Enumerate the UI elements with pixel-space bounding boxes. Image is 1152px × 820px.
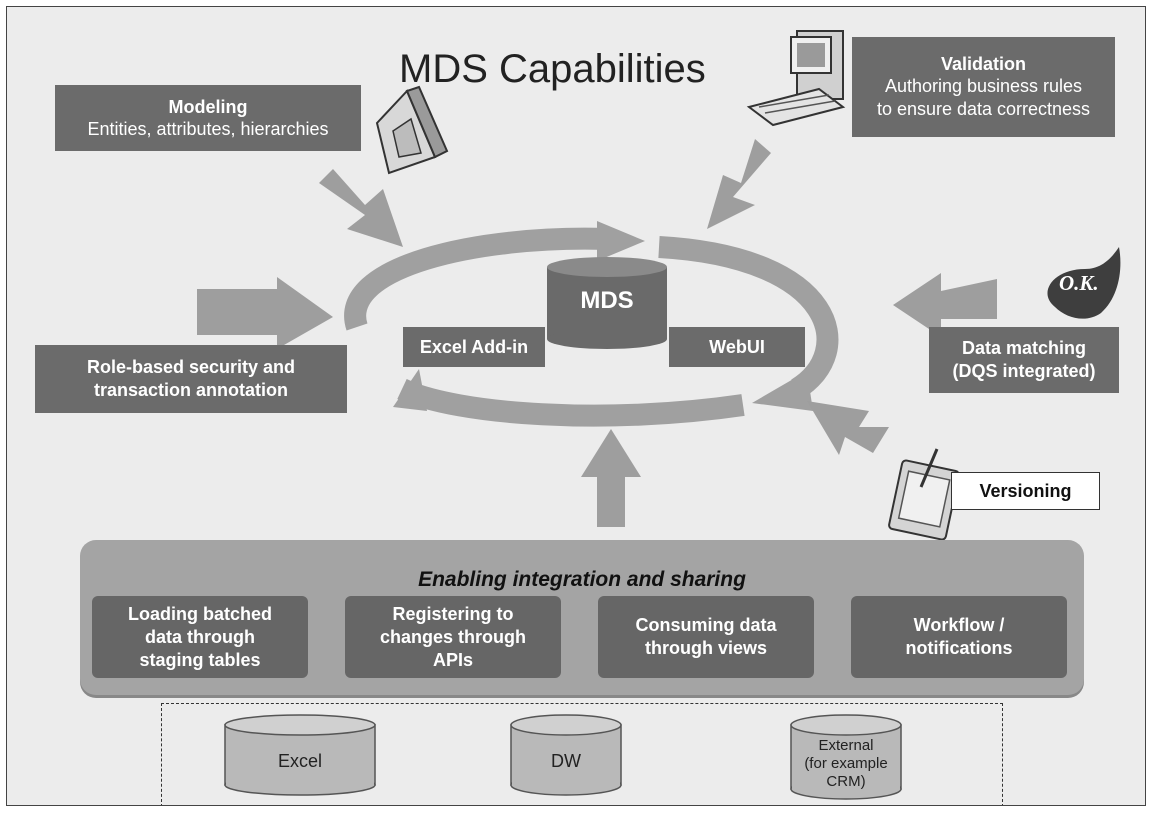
integration-item-consuming: Consuming data through views bbox=[598, 596, 814, 678]
integration-title: Enabling integration and sharing bbox=[418, 568, 746, 591]
excel-addin-label: Excel Add-in bbox=[419, 337, 529, 357]
data-sources-group bbox=[161, 703, 1003, 805]
excel-addin-box: Excel Add-in bbox=[403, 327, 545, 367]
diagram-title: MDS Capabilities bbox=[399, 47, 706, 91]
webui-box: WebUI bbox=[669, 327, 805, 367]
ring-arrowhead-top bbox=[597, 221, 645, 261]
ring-arrow-bottom bbox=[397, 378, 745, 427]
validation-box: Validation Authoring business rules to e… bbox=[852, 37, 1115, 137]
cylinder-excel bbox=[224, 714, 376, 796]
arrow-versioning bbox=[807, 401, 889, 455]
ok-stamp-icon bbox=[1047, 247, 1121, 319]
integration-item-label: Loading batched data through staging tab… bbox=[128, 603, 272, 670]
diagram-frame: MDS Capabilities Modeling Entities, attr… bbox=[6, 6, 1146, 806]
arrow-matching bbox=[893, 273, 997, 337]
integration-item-registering: Registering to changes through APIs bbox=[345, 596, 561, 678]
data-matching-box: Data matching (DQS integrated) bbox=[929, 327, 1119, 393]
inbound-arrows bbox=[197, 139, 997, 527]
source-label-dw: DW bbox=[551, 751, 581, 771]
validation-title: Validation bbox=[940, 54, 1027, 74]
arrow-security bbox=[197, 277, 333, 349]
cylinder-external bbox=[790, 714, 902, 800]
cylinder-dw bbox=[510, 714, 622, 796]
webui-label: WebUI bbox=[709, 337, 765, 357]
versioning-label: Versioning bbox=[979, 481, 1072, 501]
source-label-excel: Excel bbox=[277, 751, 322, 771]
tablet-pen-icon bbox=[888, 448, 960, 541]
arrow-validation bbox=[707, 139, 771, 229]
computer-icon bbox=[746, 30, 846, 127]
integration-item-workflow: Workflow / notifications bbox=[851, 596, 1067, 678]
security-box: Role-based security and transaction anno… bbox=[35, 345, 347, 413]
ring-arrowhead-right bbox=[752, 371, 813, 411]
ring-arrow-right bbox=[658, 236, 839, 399]
modeling-subtitle: Entities, attributes, hierarchies bbox=[87, 118, 329, 139]
validation-subtitle: Authoring business rules to ensure data … bbox=[876, 76, 1091, 119]
modeling-box: Modeling Entities, attributes, hierarchi… bbox=[55, 85, 361, 151]
modeling-title: Modeling bbox=[168, 96, 248, 117]
integration-bar: Enabling integration and sharing Loading… bbox=[80, 540, 1084, 695]
mds-database bbox=[547, 257, 667, 349]
ring-arrow-top bbox=[344, 227, 608, 331]
integration-item-label: Registering to changes through APIs bbox=[379, 603, 526, 670]
arrow-integration bbox=[581, 429, 641, 527]
integration-item-label: Consuming data through views bbox=[635, 615, 777, 658]
arrow-modeling bbox=[319, 169, 403, 247]
source-cylinders bbox=[224, 714, 902, 800]
data-matching-label: Data matching (DQS integrated) bbox=[952, 338, 1096, 381]
security-label: Role-based security and transaction anno… bbox=[86, 357, 296, 400]
diagram-graphics bbox=[197, 30, 1121, 800]
source-label-external: External (for example CRM) bbox=[804, 737, 888, 790]
integration-item-loading: Loading batched data through staging tab… bbox=[92, 596, 308, 678]
ring-arrowhead-bottom bbox=[393, 369, 427, 411]
versioning-box: Versioning bbox=[951, 472, 1100, 510]
ok-stamp-text: O.K. bbox=[1059, 271, 1099, 295]
modeling-shape-icon bbox=[375, 85, 449, 175]
integration-item-label: Workflow / notifications bbox=[905, 615, 1013, 658]
mds-label: MDS bbox=[580, 287, 634, 314]
